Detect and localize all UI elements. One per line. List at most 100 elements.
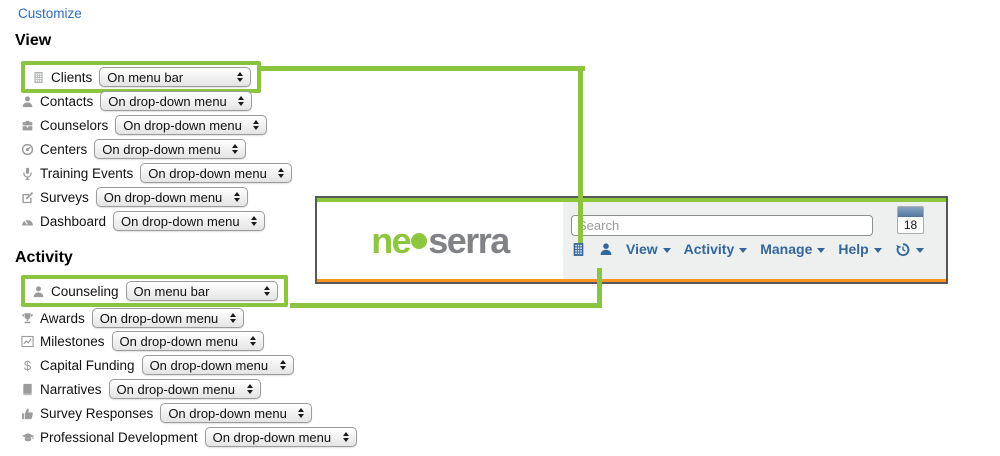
select-arrows-icon [229,313,236,323]
select-arrows-icon [238,96,245,106]
item-label: Capital Funding [40,357,135,373]
select-arrows-icon [278,168,285,178]
microphone-icon [20,166,35,180]
select-arrows-icon [342,432,349,442]
list-item-counselors: Counselors On drop-down menu [20,114,268,136]
select-value: On menu bar [133,283,210,299]
item-label: Clients [51,69,93,85]
capital-funding-visibility-select[interactable]: On drop-down menu [141,355,294,375]
counseling-visibility-select[interactable]: On menu bar [125,281,278,301]
training-events-visibility-select[interactable]: On drop-down menu [140,163,293,183]
item-label: Narratives [40,381,102,397]
item-label: Survey Responses [40,405,154,421]
logo-text-ne: ne [371,219,412,261]
list-item-milestones: Milestones On drop-down menu [20,330,264,352]
person-icon [20,94,35,108]
preview-green-accent [317,198,946,202]
menu-item-view[interactable]: View [626,241,671,257]
building-icon[interactable] [571,242,586,257]
select-value: On drop-down menu [123,117,242,133]
surveys-visibility-select[interactable]: On drop-down menu [95,187,248,207]
chevron-down-icon [915,247,924,253]
item-label: Counselors [40,117,109,133]
select-value: On drop-down menu [99,310,219,326]
person-icon[interactable] [599,242,613,256]
select-value: On drop-down menu [149,357,269,373]
select-arrows-icon [253,120,260,130]
trophy-icon [20,311,35,325]
clients-connector-line-horizontal [257,66,585,71]
person-icon [31,284,46,298]
list-item-awards: Awards On drop-down menu [20,307,244,329]
menu-label: Manage [760,241,813,257]
speech-bubble-icon [411,232,428,249]
logo-text-serra: serra [428,219,510,261]
select-value: On drop-down menu [148,165,267,181]
item-label: Milestones [40,333,105,349]
compose-icon [20,190,35,204]
gauge-icon [20,214,35,228]
grad-cap-icon [20,430,35,444]
list-item-centers: Centers On drop-down menu [20,138,247,160]
select-value: On menu bar [107,69,184,85]
chart-line-icon [20,334,35,348]
item-label: Professional Development [40,429,198,445]
item-label: Centers [40,141,88,157]
select-value: On drop-down menu [102,141,221,157]
menu-label: View [626,241,658,257]
awards-visibility-select[interactable]: On drop-down menu [91,308,244,328]
calendar-icon[interactable]: 18 [897,206,924,234]
history-icon [895,242,910,256]
chevron-down-icon [662,247,671,253]
section-title-activity: Activity [15,249,73,266]
menu-item-help[interactable]: Help [838,241,882,257]
counselors-visibility-select[interactable]: On drop-down menu [115,115,268,135]
item-label: Surveys [40,189,89,205]
menu-item-activity[interactable]: Activity [684,241,748,257]
survey-responses-visibility-select[interactable]: On drop-down menu [160,403,313,423]
professional-development-visibility-select[interactable]: On drop-down menu [204,427,357,447]
select-value: On drop-down menu [119,333,239,349]
select-arrows-icon [233,192,240,202]
select-value: On drop-down menu [103,189,223,205]
list-item-surveys: Surveys On drop-down menu [20,186,248,208]
select-arrows-icon [237,72,244,82]
item-label: Training Events [40,165,134,181]
book-icon [20,382,35,396]
select-value: On drop-down menu [168,405,287,421]
list-item-clients: Clients On menu bar [21,61,262,93]
item-label: Contacts [40,93,94,109]
list-item-training-events: Training Events On drop-down menu [20,162,293,184]
item-label: Counseling [51,283,119,299]
list-item-contacts: Contacts On drop-down menu [20,90,253,112]
dashboard-visibility-select[interactable]: On drop-down menu [113,211,266,231]
select-arrows-icon [232,144,239,154]
select-arrows-icon [246,384,253,394]
list-item-counseling: Counseling On menu bar [21,275,288,307]
customize-link[interactable]: Customize [18,6,82,21]
clients-visibility-select[interactable]: On menu bar [99,67,252,87]
select-arrows-icon [263,286,270,296]
select-value: On drop-down menu [116,381,236,397]
preview-toolbar: 18 View Activity Manage Help [563,202,946,279]
centers-visibility-select[interactable]: On drop-down menu [94,139,247,159]
chevron-down-icon [739,247,748,253]
counseling-connector-line-horizontal [290,303,602,308]
contacts-visibility-select[interactable]: On drop-down menu [100,91,253,111]
narratives-visibility-select[interactable]: On drop-down menu [108,379,261,399]
list-item-professional-development: Professional Development On drop-down me… [20,426,357,448]
preview-menu-bar: View Activity Manage Help [571,241,924,257]
menu-label: Help [838,241,869,257]
select-value: On drop-down menu [212,429,332,445]
search-input[interactable] [571,215,873,236]
chevron-down-icon [817,247,826,253]
item-label: Awards [40,310,85,326]
dollar-icon: $ [23,357,32,373]
menu-item-manage[interactable]: Manage [760,241,826,257]
preview-orange-accent [317,279,946,282]
list-item-survey-responses: Survey Responses On drop-down menu [20,402,313,424]
history-menu-item[interactable] [895,242,924,257]
milestones-visibility-select[interactable]: On drop-down menu [111,331,264,351]
